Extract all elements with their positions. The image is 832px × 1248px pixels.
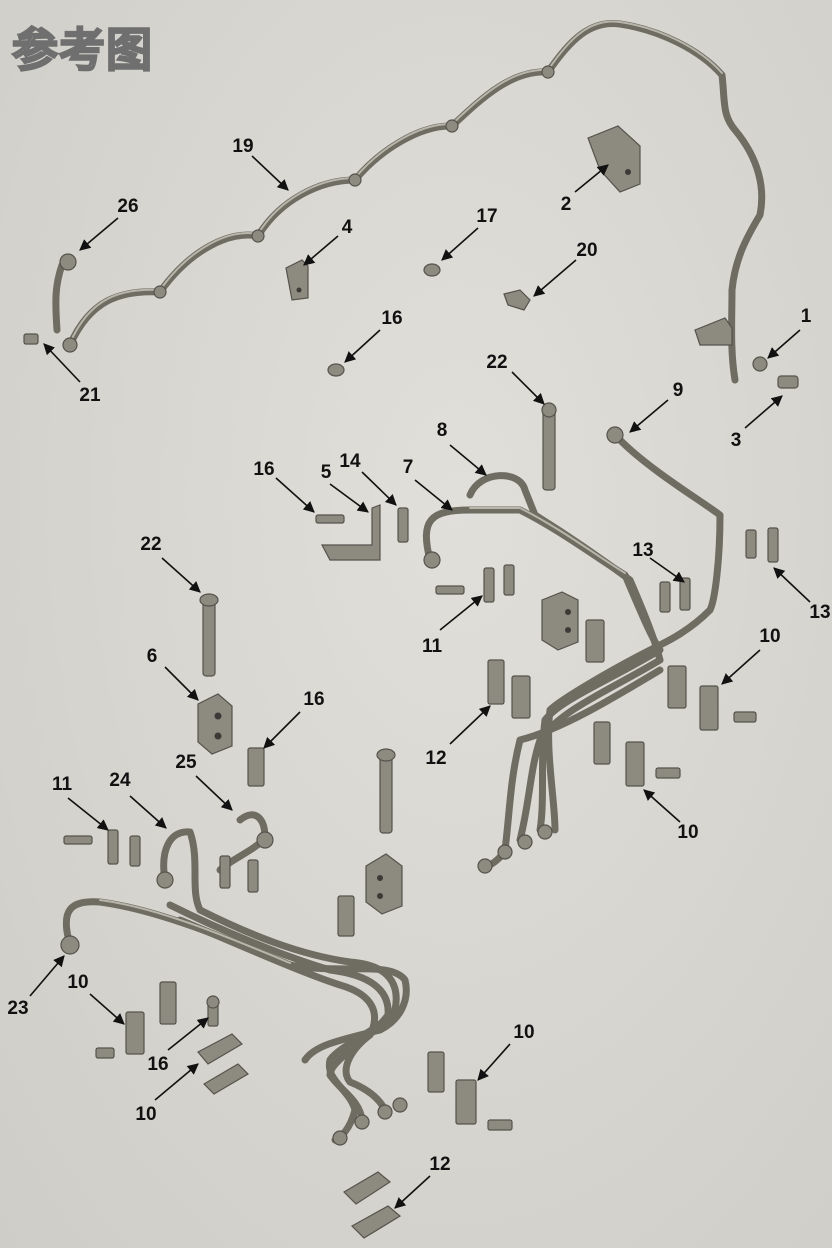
callout-12-a: 12 xyxy=(425,748,446,769)
callout-13-a: 13 xyxy=(632,540,653,561)
callout-26: 26 xyxy=(117,196,138,217)
left-middle-parts xyxy=(197,593,403,937)
callout-1: 1 xyxy=(801,306,812,327)
leader-lines xyxy=(29,155,811,1209)
callout-14: 14 xyxy=(339,451,361,472)
callout-10-c: 10 xyxy=(67,972,88,993)
callout-2: 2 xyxy=(561,194,572,215)
callout-9: 9 xyxy=(673,380,684,401)
callout-10-a: 10 xyxy=(759,626,780,647)
watermark-text: 参考图 xyxy=(11,22,153,78)
callout-4: 4 xyxy=(342,217,353,238)
callout-19: 19 xyxy=(232,136,253,157)
callout-16-a: 16 xyxy=(253,459,274,480)
callout-12-b: 12 xyxy=(429,1154,450,1175)
callout-10-e: 10 xyxy=(513,1022,534,1043)
callout-labels: 1 2 3 4 5 6 7 8 9 10 10 10 10 10 10 10 1… xyxy=(7,136,830,1175)
callout-10-b: 10 xyxy=(677,822,698,843)
callout-11-a: 11 xyxy=(52,774,73,795)
long-fuel-line xyxy=(23,20,799,389)
callout-24: 24 xyxy=(109,770,131,791)
callout-23: 23 xyxy=(7,998,28,1019)
callout-16-b: 16 xyxy=(381,308,402,329)
callout-11-b: 11 xyxy=(422,636,443,657)
callout-13-b: 13 xyxy=(809,602,830,623)
callout-22-b: 22 xyxy=(140,534,161,555)
lower-tube-bundle xyxy=(60,811,410,1146)
callout-16-c: 16 xyxy=(303,689,324,710)
callout-17: 17 xyxy=(476,206,497,227)
callout-5: 5 xyxy=(321,462,332,483)
callout-20: 20 xyxy=(576,240,597,261)
callout-7: 7 xyxy=(403,457,414,478)
callout-21: 21 xyxy=(79,385,101,406)
callout-8: 8 xyxy=(437,420,448,441)
lower-plates xyxy=(95,981,513,1239)
callout-16-d: 16 xyxy=(147,1054,168,1075)
middle-tube-bundle xyxy=(422,402,724,874)
callout-10-d: 10 xyxy=(135,1104,156,1125)
middle-clamps xyxy=(315,504,779,787)
callout-25: 25 xyxy=(175,752,197,773)
callout-22-a: 22 xyxy=(486,352,507,373)
callout-6: 6 xyxy=(147,646,158,667)
callout-3: 3 xyxy=(731,430,742,451)
